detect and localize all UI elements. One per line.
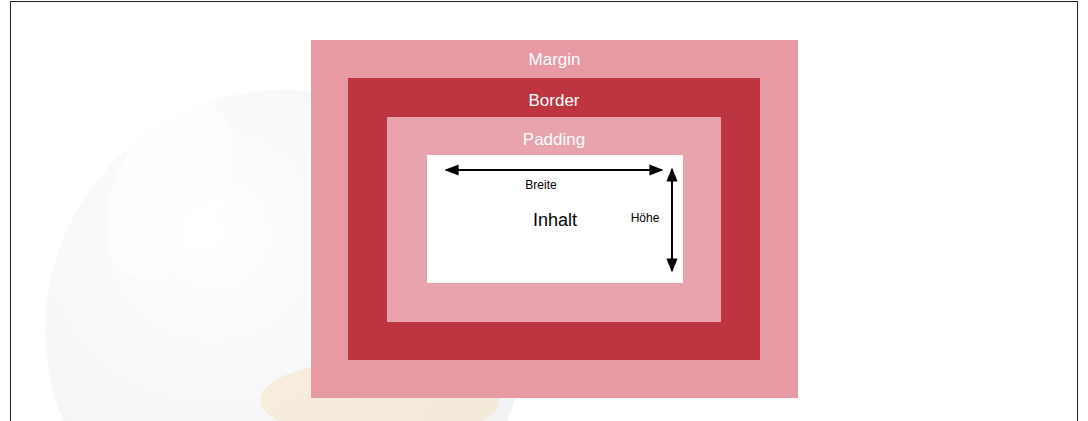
box-label: Margin	[311, 49, 798, 70]
width-arrow	[446, 169, 662, 171]
margin-box: MarginBorderPaddingInhalt	[311, 40, 798, 398]
border-box: BorderPaddingInhalt	[348, 78, 760, 360]
box-label: Border	[348, 90, 760, 111]
padding-box: PaddingInhalt	[387, 117, 721, 322]
height-arrow	[671, 169, 673, 271]
dimension-label: Höhe	[631, 211, 660, 225]
sphere-highlight	[80, 81, 260, 300]
box-label: Padding	[387, 129, 721, 150]
dimension-label: Breite	[525, 178, 556, 192]
